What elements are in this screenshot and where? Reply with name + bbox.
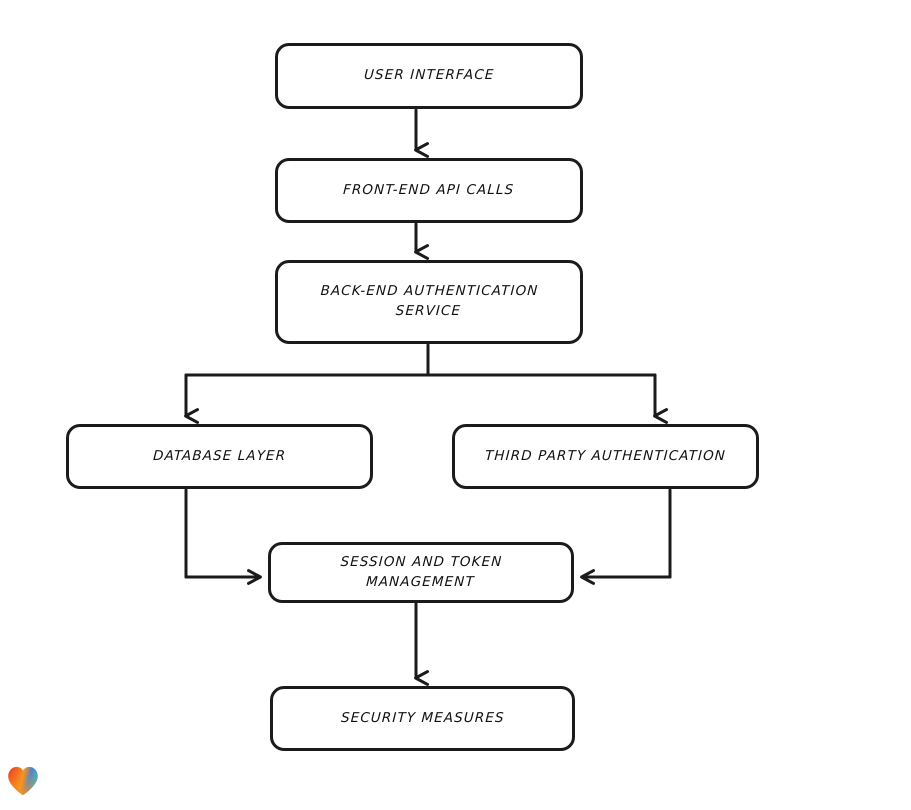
node-database-layer[interactable]: DATABASE LAYER	[66, 424, 373, 489]
node-frontend-api-calls[interactable]: FRONT-END API CALLS	[275, 158, 583, 223]
node-frontend-api-calls-label: FRONT-END API CALLS	[343, 181, 516, 198]
node-database-layer-label: DATABASE LAYER	[152, 447, 287, 464]
node-session-and-token-management-label: SESSION AND TOKEN MANAGEMENT	[340, 553, 503, 590]
edge-database-layer-to-session-token	[184, 488, 262, 585]
node-security-measures[interactable]: SECURITY MEASURES	[270, 686, 575, 751]
node-third-party-authentication-label: THIRD PARTY AUTHENTICATION	[484, 447, 727, 464]
node-user-interface-label: USER INTERFACE	[363, 67, 495, 84]
edge-third-party-auth-to-session-token	[580, 488, 672, 585]
node-backend-authentication-service-label: BACK-END AUTHENTICATION SERVICE	[320, 283, 539, 319]
edge-backend-auth-branch	[184, 343, 668, 424]
node-user-interface[interactable]: USER INTERFACE	[275, 43, 583, 109]
node-security-measures-label: SECURITY MEASURES	[340, 709, 505, 726]
node-session-and-token-management[interactable]: SESSION AND TOKEN MANAGEMENT	[268, 542, 574, 603]
node-backend-authentication-service[interactable]: BACK-END AUTHENTICATION SERVICE	[275, 260, 583, 344]
heart-icon	[8, 766, 38, 796]
node-third-party-authentication[interactable]: THIRD PARTY AUTHENTICATION	[452, 424, 759, 489]
